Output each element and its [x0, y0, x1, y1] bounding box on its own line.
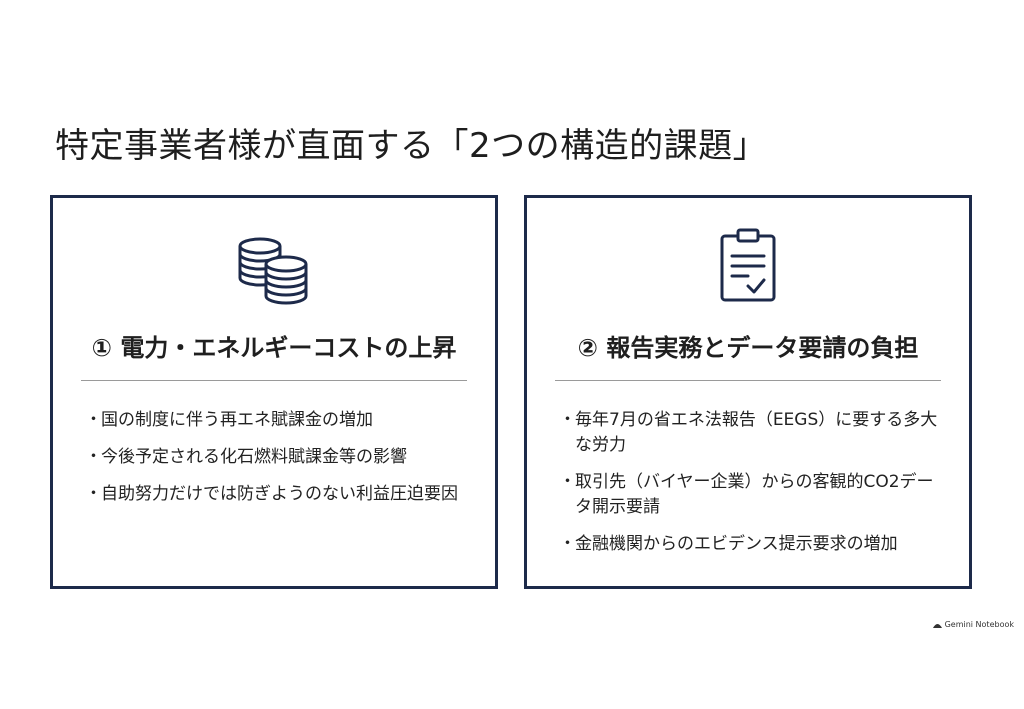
brand-watermark: Gemini Notebook — [932, 620, 1014, 629]
bullet-text: 今後予定される化石燃料賦課金等の影響 — [101, 447, 407, 467]
divider — [555, 380, 941, 381]
bullet-marker: ・ — [559, 534, 576, 554]
list-item: ・国の制度に伴う再エネ賦課金の増加 — [83, 408, 471, 433]
card-heading: ② 報告実務とデータ要請の負担 — [577, 334, 919, 362]
list-item: ・毎年7月の省エネ法報告（EEGS）に要する多大な労力 — [557, 408, 945, 458]
challenge-card-reporting: ② 報告実務とデータ要請の負担 ・毎年7月の省エネ法報告（EEGS）に要する多大… — [524, 195, 972, 589]
bullet-text: 金融機関からのエビデンス提示要求の増加 — [575, 534, 898, 554]
bullet-list: ・国の制度に伴う再エネ賦課金の増加 ・今後予定される化石燃料賦課金等の影響 ・自… — [83, 408, 471, 519]
coins-icon — [238, 237, 308, 305]
list-item: ・取引先（バイヤー企業）からの客観的CO2データ開示要請 — [557, 470, 945, 520]
brand-name: Gemini Notebook — [944, 620, 1014, 629]
bullet-text: 取引先（バイヤー企業）からの客観的CO2データ開示要請 — [575, 472, 934, 517]
list-item: ・金融機関からのエビデンス提示要求の増加 — [557, 532, 945, 557]
divider — [81, 380, 467, 381]
card-heading: ① 電力・エネルギーコストの上昇 — [91, 334, 457, 362]
bullet-marker: ・ — [559, 410, 576, 430]
page-title: 特定事業者様が直面する「2つの構造的課題」 — [55, 126, 768, 166]
bullet-marker: ・ — [85, 484, 102, 504]
bullet-marker: ・ — [85, 447, 102, 467]
bullet-text: 国の制度に伴う再エネ賦課金の増加 — [101, 410, 373, 430]
bullet-marker: ・ — [559, 472, 576, 492]
challenge-card-energy-cost: ① 電力・エネルギーコストの上昇 ・国の制度に伴う再エネ賦課金の増加 ・今後予定… — [50, 195, 498, 589]
bullet-list: ・毎年7月の省エネ法報告（EEGS）に要する多大な労力 ・取引先（バイヤー企業）… — [557, 408, 945, 569]
clipboard-check-icon — [720, 228, 776, 302]
bullet-text: 毎年7月の省エネ法報告（EEGS）に要する多大な労力 — [575, 410, 938, 455]
notebook-logo-icon — [932, 623, 942, 628]
list-item: ・自助努力だけでは防ぎようのない利益圧迫要因 — [83, 482, 471, 507]
list-item: ・今後予定される化石燃料賦課金等の影響 — [83, 445, 471, 470]
bullet-marker: ・ — [85, 410, 102, 430]
bullet-text: 自助努力だけでは防ぎようのない利益圧迫要因 — [101, 484, 458, 504]
